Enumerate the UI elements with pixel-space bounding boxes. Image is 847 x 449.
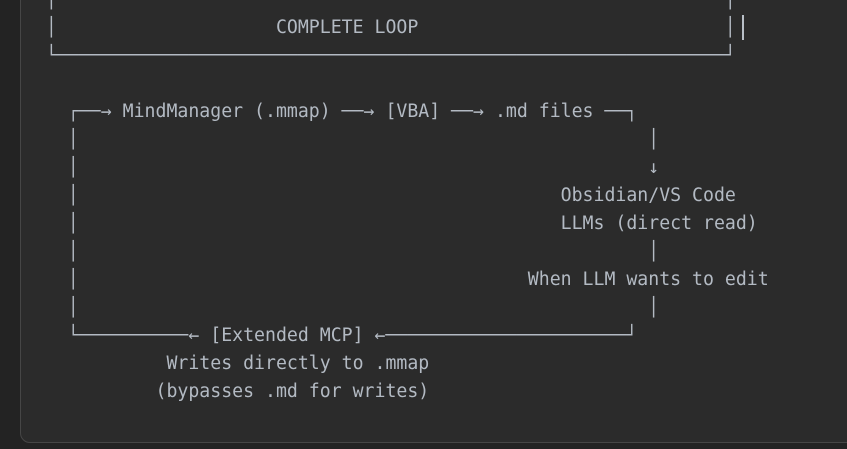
terminal-cursor bbox=[742, 15, 744, 40]
terminal-panel: ┌───────────────────────────────────────… bbox=[20, 0, 847, 443]
ascii-flow-diagram: ┌───────────────────────────────────────… bbox=[46, 0, 769, 402]
